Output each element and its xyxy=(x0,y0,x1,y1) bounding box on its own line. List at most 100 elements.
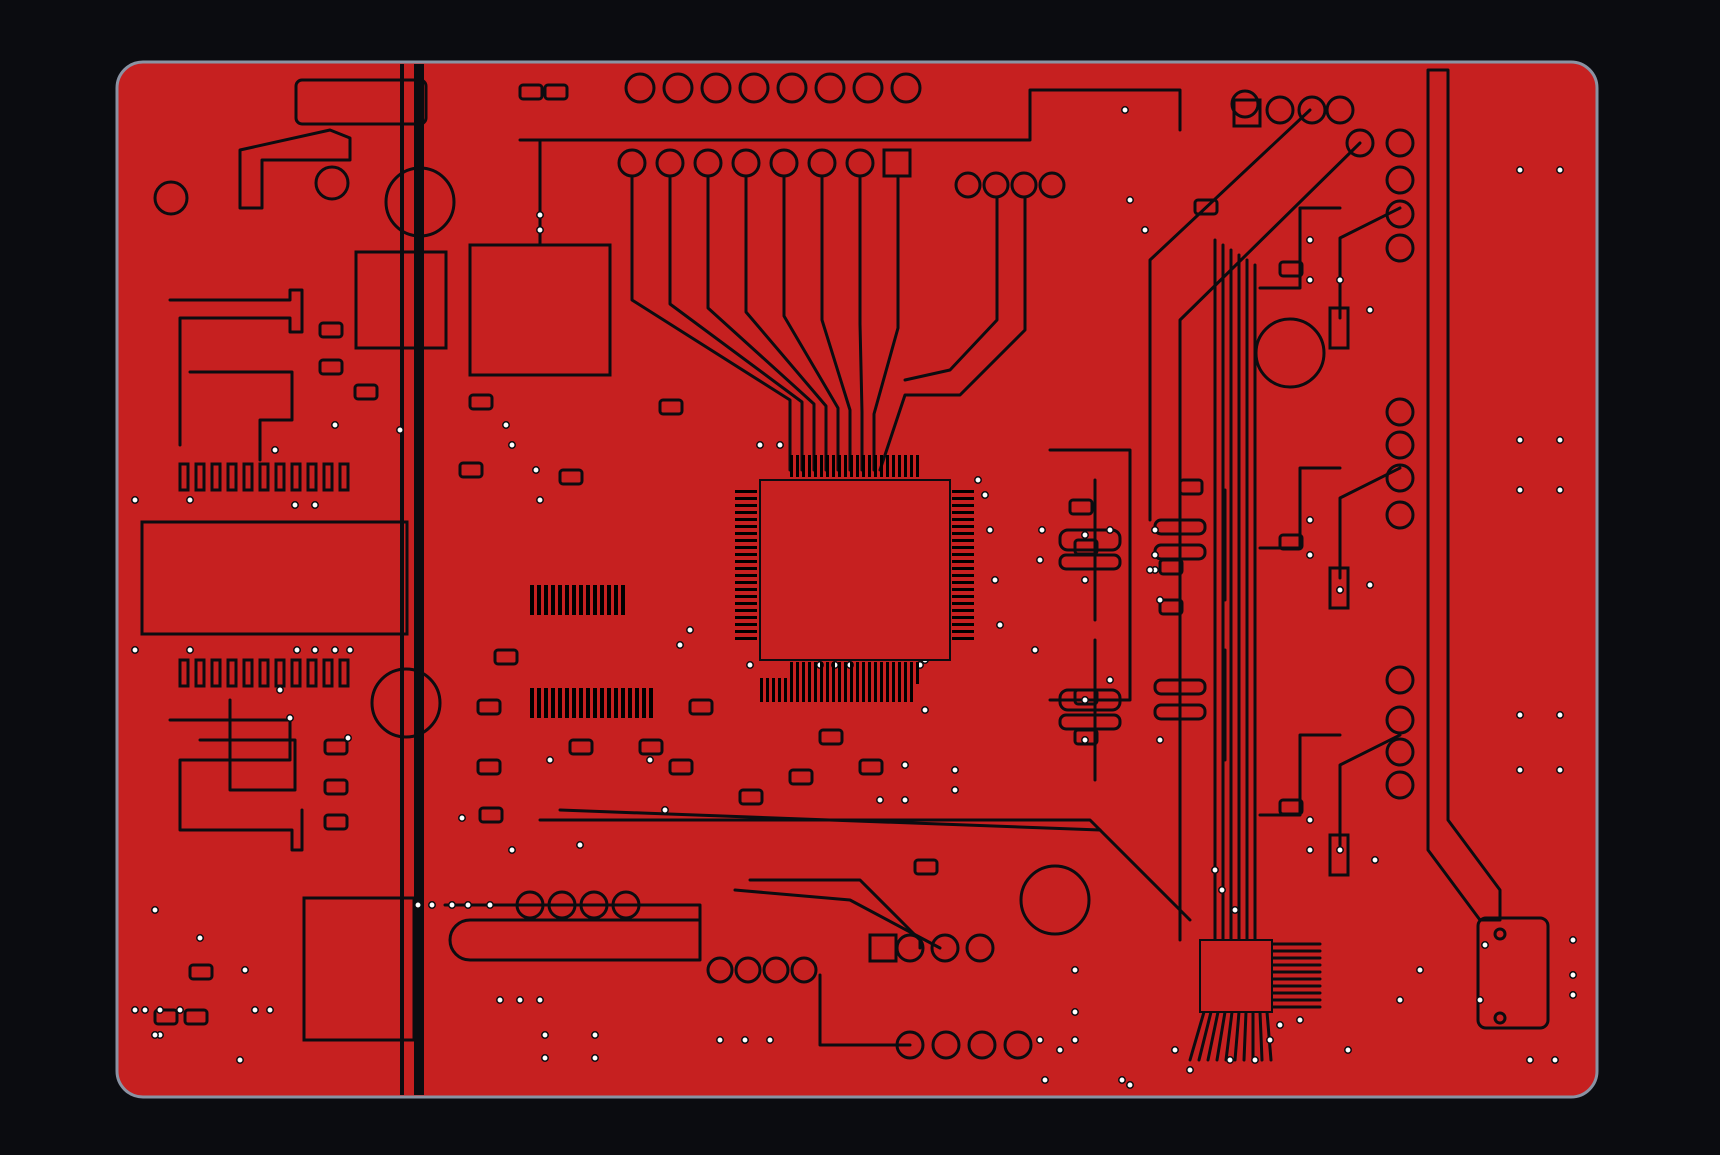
chip-pin xyxy=(772,678,775,702)
chip-pin xyxy=(790,455,793,477)
chip-pin xyxy=(886,455,889,477)
via xyxy=(646,756,654,764)
chip-pin xyxy=(614,585,618,615)
chip-pin xyxy=(832,678,835,702)
chip-pin xyxy=(886,678,889,702)
passive-pad xyxy=(913,858,939,876)
trace xyxy=(1265,1010,1273,1062)
trace xyxy=(238,128,352,210)
chip-pin xyxy=(621,688,625,718)
via xyxy=(1106,526,1114,534)
chip-pin xyxy=(790,662,793,684)
trace xyxy=(1148,108,1312,522)
via xyxy=(1516,486,1524,494)
smd-pad xyxy=(338,658,350,688)
via xyxy=(1126,1081,1134,1089)
chip-pin xyxy=(607,688,611,718)
chip-pin xyxy=(952,574,974,577)
via xyxy=(496,996,504,1004)
chip-pin xyxy=(796,678,799,702)
trace xyxy=(168,288,304,447)
via xyxy=(331,646,339,654)
mosfet-pad xyxy=(1328,833,1350,877)
chip-pin xyxy=(862,678,865,702)
passive-pad xyxy=(638,738,664,756)
chip-pin xyxy=(916,455,919,477)
chip-pin xyxy=(856,678,859,702)
via xyxy=(991,576,999,584)
chip-pin xyxy=(735,504,757,507)
pad xyxy=(1325,95,1355,125)
chip-pin xyxy=(565,585,569,615)
via xyxy=(981,491,989,499)
pad xyxy=(1003,1030,1033,1060)
passive-pad xyxy=(1178,478,1204,496)
chip-pin xyxy=(735,546,757,549)
via xyxy=(1266,1036,1274,1044)
via xyxy=(1171,1046,1179,1054)
pad xyxy=(706,956,734,984)
chip-pin xyxy=(880,662,883,684)
via xyxy=(1416,966,1424,974)
pad xyxy=(547,890,577,920)
via xyxy=(1036,1036,1044,1044)
pad xyxy=(965,933,995,963)
pad xyxy=(1385,165,1415,195)
via xyxy=(1306,276,1314,284)
passive-pad xyxy=(476,698,502,716)
chip-pin xyxy=(826,662,829,684)
chip-pin xyxy=(844,678,847,702)
chip-pin xyxy=(735,602,757,605)
pad xyxy=(1345,128,1375,158)
trace xyxy=(1338,206,1402,320)
passive-pad xyxy=(183,1008,209,1026)
chip-pin xyxy=(952,581,974,584)
via xyxy=(396,426,404,434)
via xyxy=(414,901,422,909)
chip-pin xyxy=(579,585,583,615)
chip-pin xyxy=(735,560,757,563)
pad xyxy=(1385,430,1415,460)
chip-pin xyxy=(642,688,646,718)
via xyxy=(286,714,294,722)
via xyxy=(448,901,456,909)
via xyxy=(1556,766,1564,774)
via xyxy=(276,686,284,694)
via xyxy=(502,421,510,429)
via xyxy=(591,1031,599,1039)
passive-pad xyxy=(476,758,502,776)
usb-connector xyxy=(1476,916,1550,1030)
trace xyxy=(1338,733,1402,847)
chip-pin xyxy=(600,585,604,615)
passive-pad xyxy=(788,768,814,786)
via xyxy=(536,211,544,219)
chip-pin xyxy=(844,662,847,684)
mosfet-pad xyxy=(1328,566,1350,610)
chip-pin xyxy=(904,455,907,477)
chip-pin xyxy=(735,609,757,612)
via xyxy=(141,1006,149,1014)
pad xyxy=(579,890,609,920)
trace xyxy=(1258,733,1342,817)
via xyxy=(131,646,139,654)
chip-pin xyxy=(952,616,974,619)
trace xyxy=(1197,1010,1213,1062)
chip-pin xyxy=(579,688,583,718)
passive-pad xyxy=(493,648,519,666)
chip-pin xyxy=(952,525,974,528)
pad xyxy=(693,148,723,178)
sot-pad xyxy=(1058,713,1122,731)
via xyxy=(661,806,669,814)
chip-pin xyxy=(735,574,757,577)
chip-pin xyxy=(856,662,859,684)
passive-pad xyxy=(543,83,569,101)
via xyxy=(1056,1046,1064,1054)
pad xyxy=(1230,89,1260,119)
via xyxy=(251,1006,259,1014)
via xyxy=(508,441,516,449)
via xyxy=(1556,711,1564,719)
chip-pin xyxy=(593,585,597,615)
chip-pin xyxy=(600,688,604,718)
smd-pad xyxy=(210,462,222,492)
chip-pin xyxy=(856,455,859,477)
